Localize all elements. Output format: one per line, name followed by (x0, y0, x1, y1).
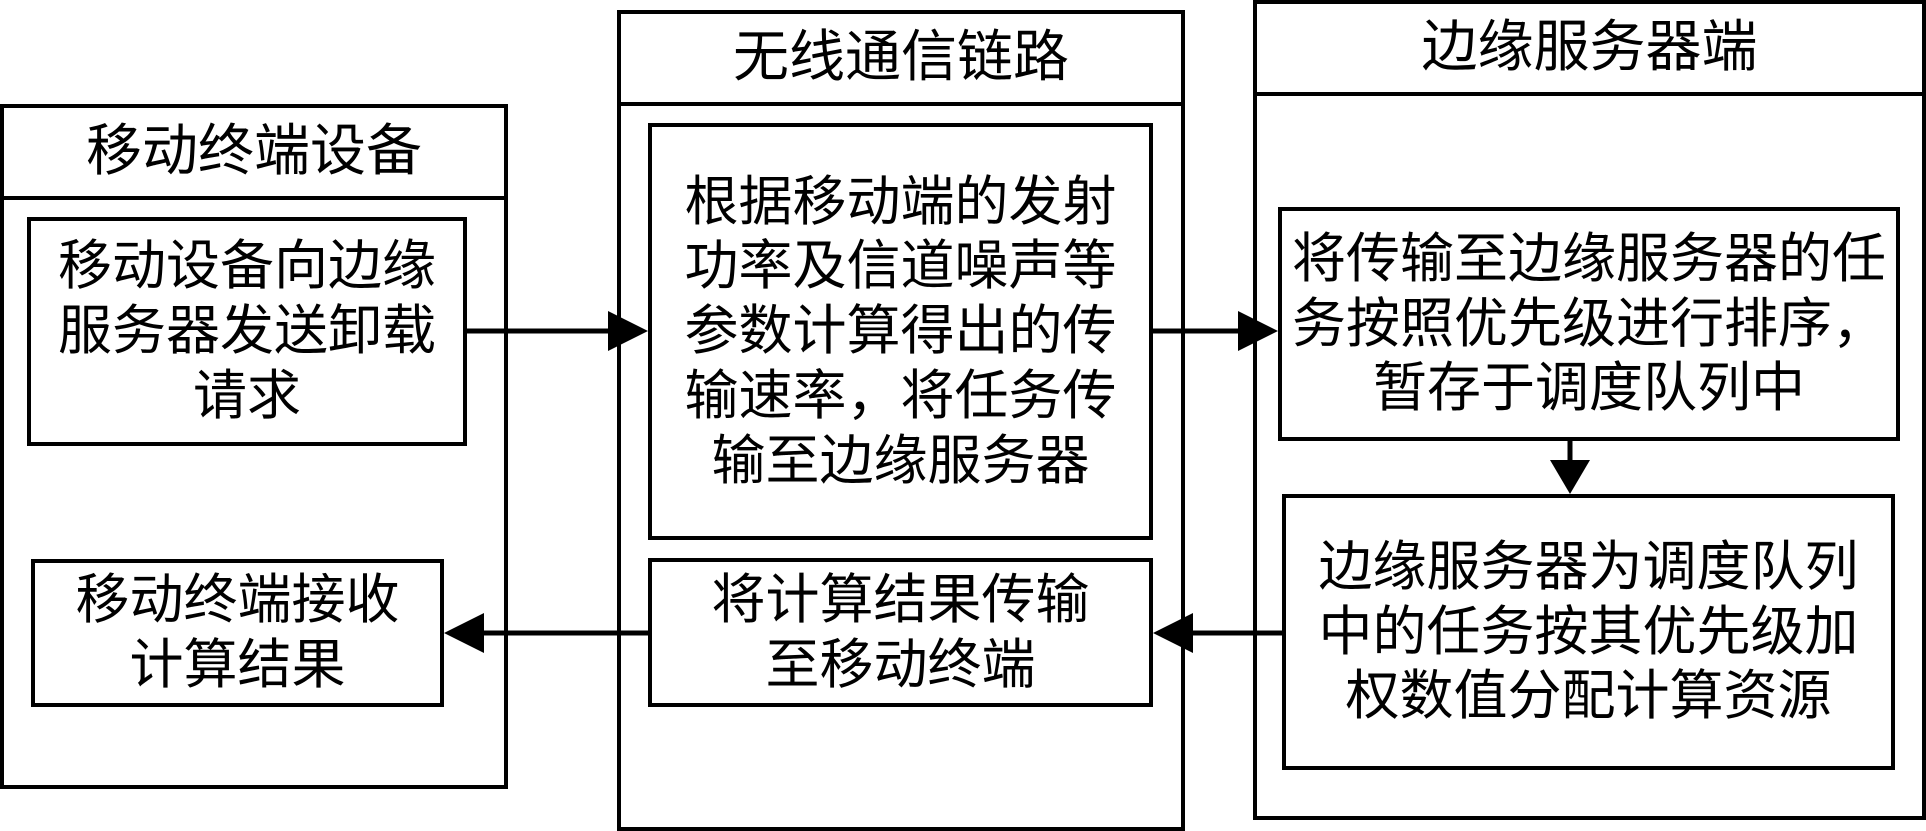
arrow-wireless-to-mobile-return (444, 613, 648, 653)
box-return-result: 将计算结果传输至移动终端 (648, 558, 1153, 707)
box-receive-result: 移动终端接收计算结果 (31, 559, 444, 707)
box-allocate-resources: 边缘服务器为调度队列中的任务按其优先级加权数值分配计算资源 (1282, 494, 1895, 770)
box-sort-by-priority: 将传输至边缘服务器的任务按照优先级进行排序，暂存于调度队列中 (1278, 207, 1900, 441)
lane-title-edge: 边缘服务器端 (1257, 4, 1922, 96)
box-return-result-text: 将计算结果传输至移动终端 (711, 567, 1090, 696)
box-allocate-resources-text: 边缘服务器为调度队列中的任务按其优先级加权数值分配计算资源 (1318, 534, 1859, 728)
box-send-offload-request: 移动设备向边缘服务器发送卸载请求 (27, 217, 467, 446)
lane-title-mobile: 移动终端设备 (4, 108, 504, 200)
box-compute-transmission-rate-text: 根据移动端的发射功率及信道噪声等参数计算得出的传输速率，将任务传输至边缘服务器 (684, 169, 1117, 492)
box-sort-by-priority-text: 将传输至边缘服务器的任务按照优先级进行排序，暂存于调度队列中 (1292, 226, 1886, 420)
arrow-edge-to-wireless-return (1153, 613, 1282, 653)
arrow-wireless-to-edge (1153, 311, 1278, 351)
arrow-request-to-wireless (467, 311, 648, 351)
box-receive-result-text: 移动终端接收计算结果 (75, 568, 400, 696)
box-send-offload-request-text: 移动设备向边缘服务器发送卸载请求 (58, 234, 436, 427)
lane-title-wireless: 无线通信链路 (621, 14, 1181, 106)
box-compute-transmission-rate: 根据移动端的发射功率及信道噪声等参数计算得出的传输速率，将任务传输至边缘服务器 (648, 123, 1153, 540)
arrow-sort-to-allocate (1550, 441, 1590, 494)
